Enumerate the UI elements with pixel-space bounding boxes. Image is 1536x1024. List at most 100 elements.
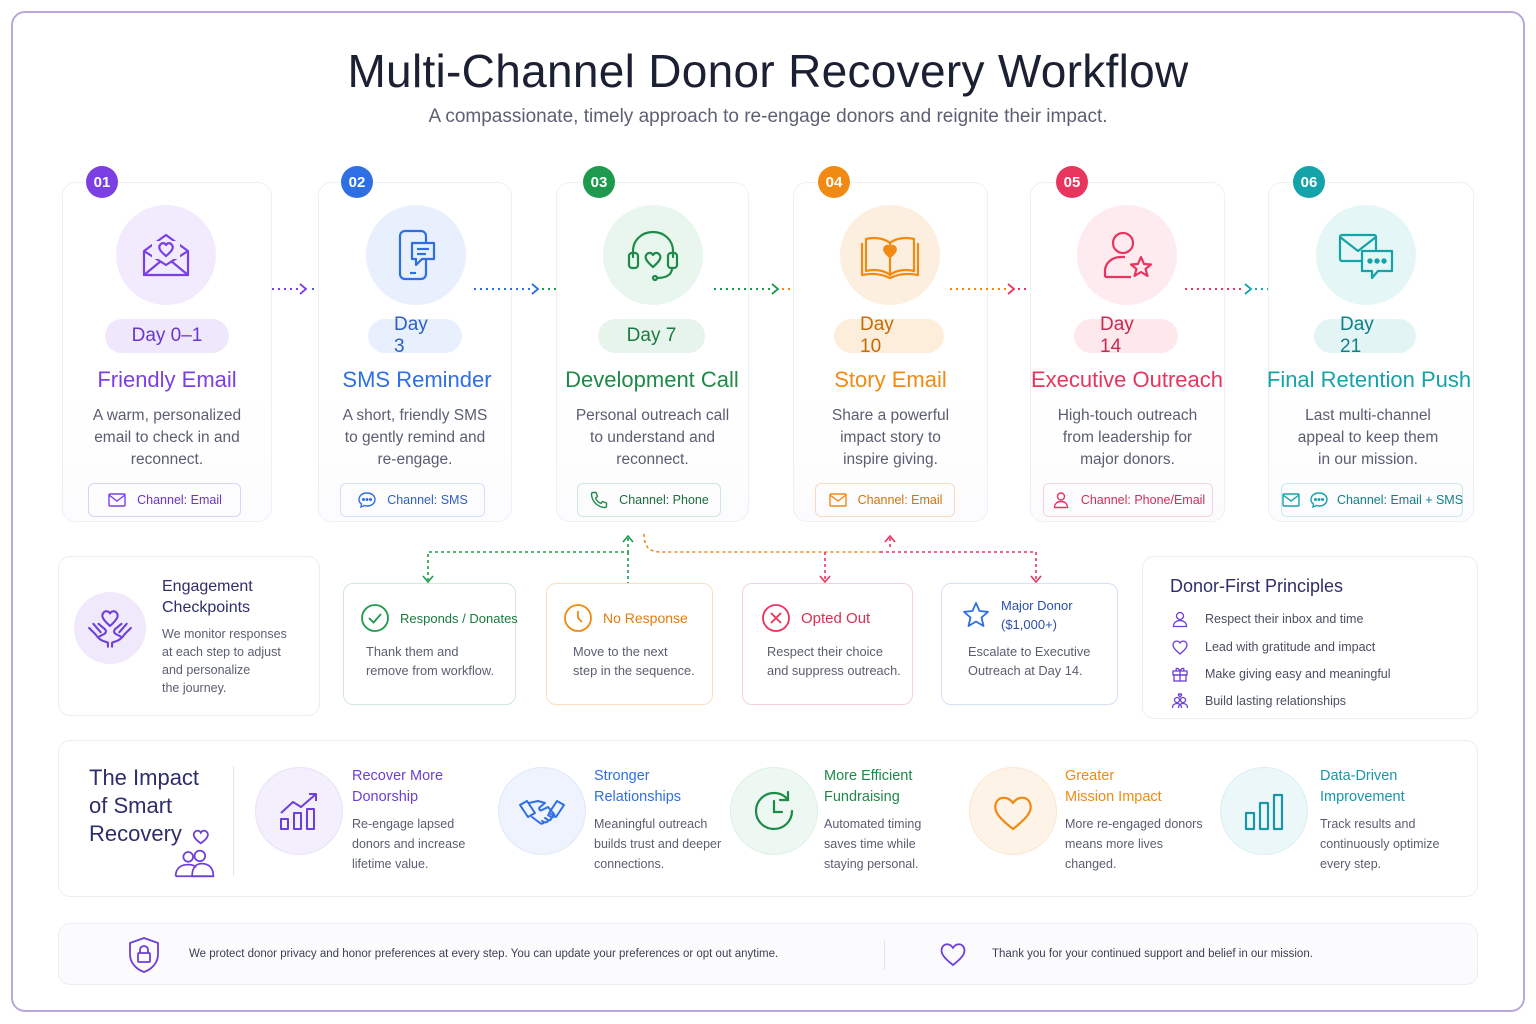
step-icon-circle-5 <box>1077 205 1177 305</box>
footer-divider <box>884 940 885 970</box>
principle-item-3: Make giving easy and meaningful <box>1171 665 1391 683</box>
impact-icon-circle-2 <box>498 767 586 855</box>
response-head-major-donor: Major Donor($1,000+) <box>961 596 1073 634</box>
heart-icon <box>940 943 966 966</box>
phone-message-icon <box>398 229 436 281</box>
person-icon <box>1172 611 1188 628</box>
chat-bubble-icon <box>1310 492 1328 509</box>
envelope-icon <box>1282 493 1300 507</box>
handshake-icon <box>519 800 565 825</box>
step-number-3: 03 <box>583 166 615 198</box>
step-day-5: Day 14 <box>1074 314 1178 357</box>
bar-chart-icon <box>1244 793 1284 831</box>
person-star-icon <box>1103 231 1153 279</box>
step-channel-5: Channel: Phone/Email <box>1043 483 1213 517</box>
response-card-major-donor <box>941 583 1118 705</box>
principles-box <box>1142 556 1478 719</box>
impact-divider <box>233 766 234 876</box>
envelope-heart-icon <box>142 233 190 277</box>
response-card-responds <box>343 583 516 705</box>
step-channel-6: Channel: Email + SMS <box>1281 483 1463 517</box>
step-number-5: 05 <box>1056 166 1088 198</box>
clock-icon <box>564 604 592 632</box>
response-head-no-response: No Response <box>563 603 688 633</box>
page-subtitle: A compassionate, timely approach to re-e… <box>428 106 1108 127</box>
step-channel-1: Channel: Email <box>88 483 241 517</box>
step-title-1: Friendly Email <box>97 367 237 392</box>
book-heart-icon <box>860 236 920 280</box>
check-circle-icon <box>361 604 389 632</box>
clock-arrow-icon <box>754 790 794 831</box>
heart-icon <box>994 796 1032 831</box>
principles-title: Donor-First Principles <box>1170 576 1344 596</box>
step-channel-4: Channel: Email <box>815 483 955 517</box>
response-card-opted-out <box>742 583 913 705</box>
page-title: Multi-Channel Donor Recovery Workflow <box>347 45 1189 97</box>
shield-lock-icon <box>129 937 159 973</box>
impact-icon-circle-4 <box>969 767 1057 855</box>
principle-item-1: Respect their inbox and time <box>1171 610 1363 628</box>
step-day-1: Day 0–1 <box>105 319 229 353</box>
step-icon-circle-4 <box>840 205 940 305</box>
impact-icon-circle-3 <box>730 767 818 855</box>
envelope-icon <box>828 493 847 507</box>
response-head-responds: Responds / Donates <box>360 603 518 633</box>
impact-icon-circle-5 <box>1220 767 1308 855</box>
headset-heart-icon <box>627 230 679 282</box>
heart-people-icon <box>174 829 215 878</box>
star-icon <box>963 602 989 627</box>
growth-chart-icon <box>280 793 317 830</box>
step-channel-3: Channel: Phone <box>577 483 721 517</box>
engagement-icon-circle <box>74 592 146 664</box>
people-heart-icon <box>1171 693 1189 709</box>
footer-privacy-text: We protect donor privacy and honor prefe… <box>189 948 779 960</box>
step-day-2: Day 3 <box>368 314 462 357</box>
envelope-icon <box>108 493 126 507</box>
step-icon-circle-6 <box>1316 205 1416 305</box>
person-icon <box>1053 492 1069 509</box>
step-day-4: Day 10 <box>834 314 944 357</box>
step-number-2: 02 <box>341 166 373 198</box>
step-icon-circle-1 <box>116 205 216 305</box>
response-head-opted-out: Opted Out <box>761 603 870 633</box>
phone-icon <box>590 491 608 509</box>
envelope-chat-icon <box>1338 233 1394 280</box>
step-icon-circle-3 <box>603 205 703 305</box>
connector-5-6 <box>1185 283 1271 295</box>
footer-bar <box>58 923 1478 985</box>
x-circle-icon <box>762 604 790 632</box>
step-icon-circle-2 <box>366 205 466 305</box>
step-day-3: Day 7 <box>598 319 705 353</box>
step-title-5: Executive Outreach <box>1031 367 1223 392</box>
footer-thanks-text: Thank you for your continued support and… <box>992 948 1313 960</box>
hands-heart-icon <box>88 610 132 648</box>
step-number-1: 01 <box>86 166 118 198</box>
step-channel-2: Channel: SMS <box>340 483 485 517</box>
step-title-3: Development Call <box>565 367 739 392</box>
step-title-4: Story Email <box>834 367 947 392</box>
step-day-6: Day 21 <box>1314 314 1416 357</box>
step-title-2: SMS Reminder <box>342 367 492 392</box>
